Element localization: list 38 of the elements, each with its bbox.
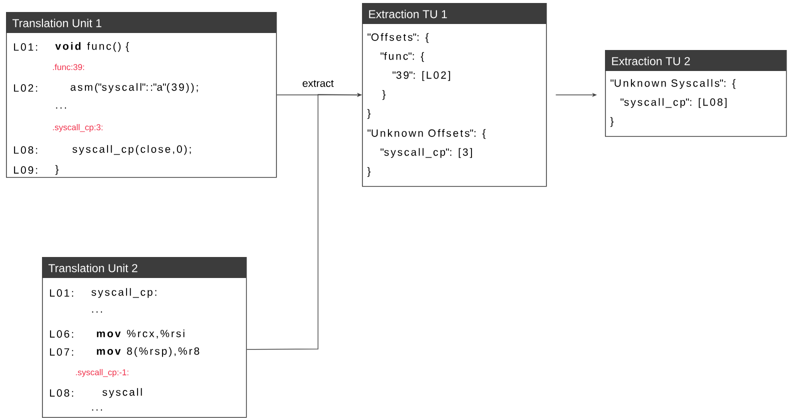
code-line: L08: [14,146,38,154]
code-line: asm("syscall"::"a"(39)); [70,83,198,93]
annotation-label: .func:39: [52,64,84,70]
code-line: L07: [50,348,74,356]
header-bar: Translation Unit 1 [6,12,276,33]
code-line: syscall_cp(close,0); [72,145,191,155]
code-line: L08: [50,389,74,397]
code-line: "Unknown Syscalls": { [610,79,736,89]
code-line: void func() { [55,42,129,52]
edge-label: extract [301,79,335,88]
code-line: L06: [50,330,74,338]
code-line: ... [92,311,102,313]
code-line: L01: [14,43,38,51]
code-line: syscall [102,388,142,398]
code-line: "syscall_cp": [3] [380,148,472,158]
code-line: "Unknown Offsets": { [368,129,486,139]
code-line: } [367,109,371,119]
code-line: "func": { [380,52,424,62]
code-line: ... [56,107,66,109]
header-bar: Extraction TU 2 [605,50,786,71]
code-line: } [367,167,371,177]
code-line: L01: [50,289,74,297]
annotation-label: .syscall_cp:-1: [76,369,128,377]
code-line: "39": [L02] [392,71,450,81]
code-line: } [55,165,59,175]
code-line: L02: [14,84,38,92]
code-line: "Offsets": { [368,33,429,43]
code-line: ... [92,409,102,411]
header-bar: Translation Unit 2 [42,257,246,278]
annotation-label: .syscall_cp:3: [52,124,102,132]
code-line: } [382,90,386,100]
code-line: "syscall_cp": [L08] [620,98,727,108]
code-line: } [610,117,614,127]
code-line: mov %rcx,%rsi [96,330,184,338]
code-line: mov 8(%rsp),%r8 [96,347,200,357]
header-bar: Extraction TU 1 [362,3,546,24]
code-line: syscall_cp: [92,288,156,298]
code-line: L09: [14,166,38,174]
